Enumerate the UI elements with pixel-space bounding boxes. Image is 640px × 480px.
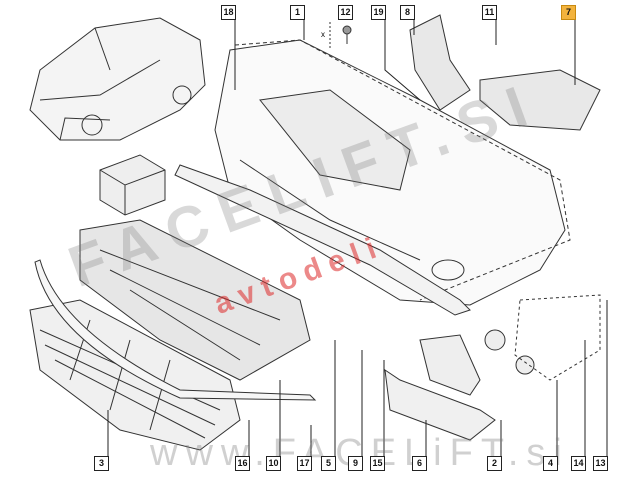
callout-11[interactable]: 11 — [482, 5, 497, 20]
callout-17[interactable]: 17 — [297, 456, 312, 471]
screw-icon — [329, 22, 352, 48]
callout-2[interactable]: 2 — [487, 456, 502, 471]
callout-18[interactable]: 18 — [221, 5, 236, 20]
callout-1[interactable]: 1 — [290, 5, 305, 20]
callout-3[interactable]: 3 — [94, 456, 109, 471]
clip-group — [514, 294, 601, 381]
upper-bracket — [409, 14, 601, 131]
grille-trim-strip — [34, 259, 317, 401]
leader-lines — [107, 19, 608, 456]
callout-4[interactable]: 4 — [543, 456, 558, 471]
side-trim — [384, 368, 496, 441]
callout-15[interactable]: 15 — [370, 456, 385, 471]
fog-lamp — [484, 329, 506, 351]
callout-16[interactable]: 16 — [235, 456, 250, 471]
energy-absorber — [79, 219, 311, 381]
dimension-label: x — [321, 30, 325, 39]
callout-14[interactable]: 14 — [571, 456, 586, 471]
callout-13[interactable]: 13 — [593, 456, 608, 471]
callout-10[interactable]: 10 — [266, 456, 281, 471]
callout-19[interactable]: 19 — [371, 5, 386, 20]
fog-lamp-cover — [515, 355, 535, 375]
callout-7-highlighted[interactable]: 7 — [561, 5, 576, 20]
fog-lamp-bezel — [419, 334, 481, 396]
callout-8[interactable]: 8 — [400, 5, 415, 20]
callout-6[interactable]: 6 — [412, 456, 427, 471]
fastener-box — [99, 154, 166, 216]
callout-5[interactable]: 5 — [321, 456, 336, 471]
assembly-outline — [234, 39, 571, 301]
car-thumbnail — [29, 17, 206, 141]
callout-12[interactable]: 12 — [338, 5, 353, 20]
lower-trim — [174, 164, 471, 316]
callout-9[interactable]: 9 — [348, 456, 363, 471]
bumper-cover — [214, 39, 566, 306]
